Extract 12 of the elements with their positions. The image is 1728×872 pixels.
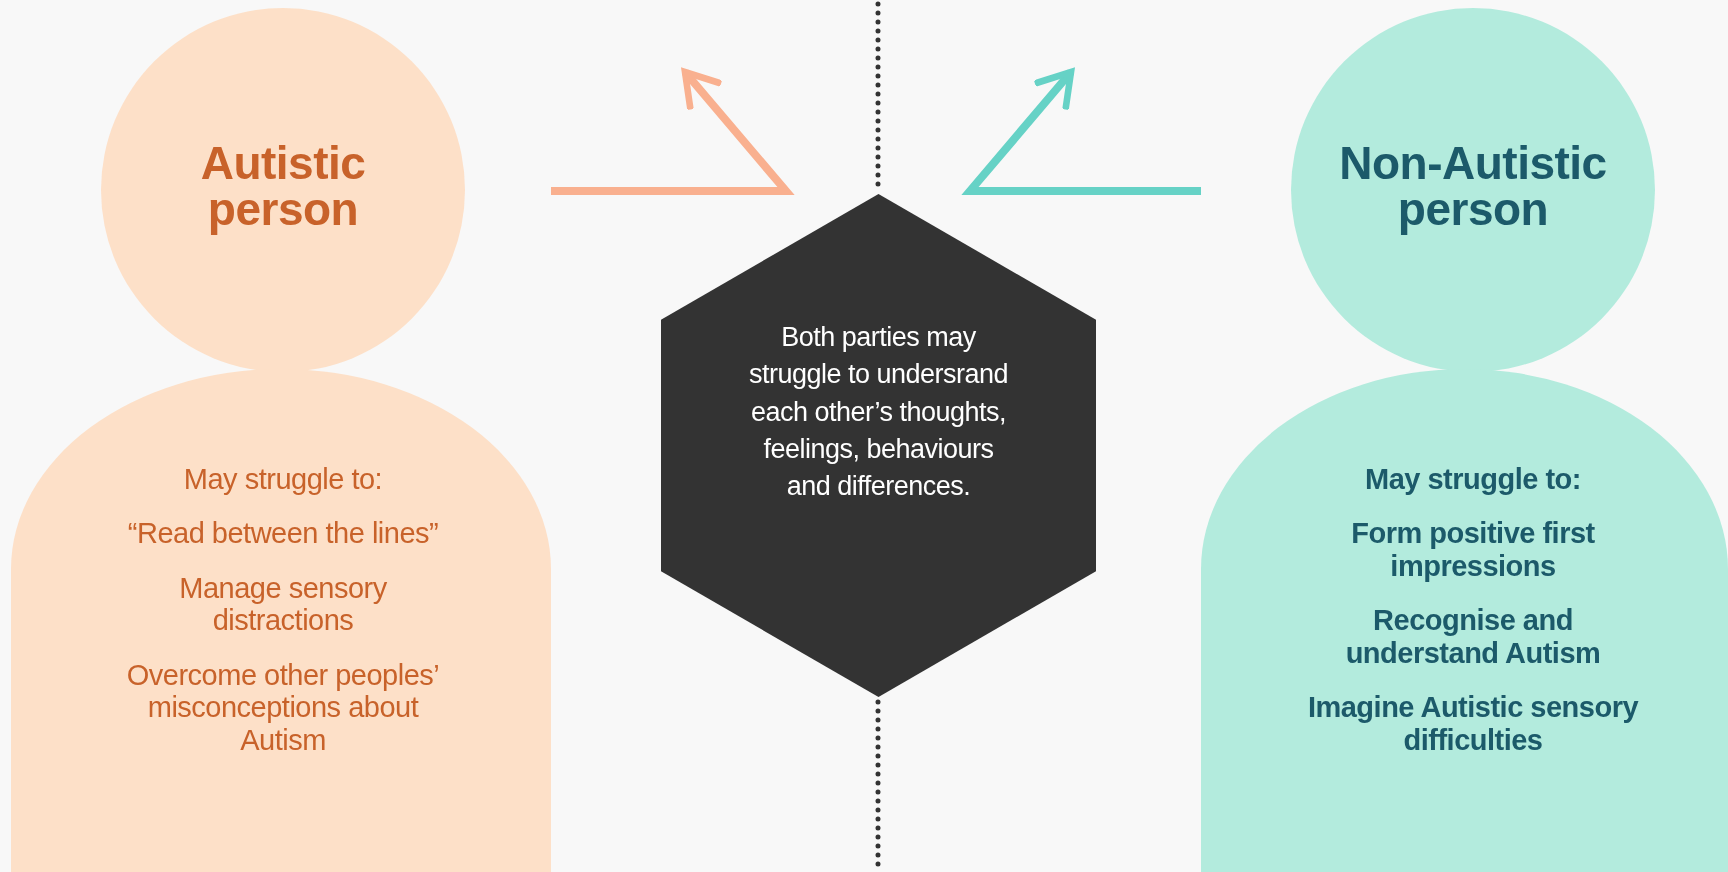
person-figure [1201,8,1728,872]
person-figure [11,8,551,872]
list-item: Manage sensory distractions [178,571,388,637]
list-heading: May struggle to: [183,463,383,496]
list-heading: May struggle to: [1365,463,1581,496]
hexagon [661,194,1096,697]
list-item: Form positive first impressions [1350,517,1596,583]
list-item: Overcome other peoples’ misconceptions about Autism [125,658,441,757]
hexagon-text: Both parties may struggle to undersrand each other’s thoughts, feelings, behaviours and differences. [747,321,1010,503]
list-item: “Read between the lines” [127,517,439,550]
list-item: Imagine Autistic sensory difficulties [1306,691,1640,757]
list-item: Recognise and understand Autism [1344,604,1602,670]
